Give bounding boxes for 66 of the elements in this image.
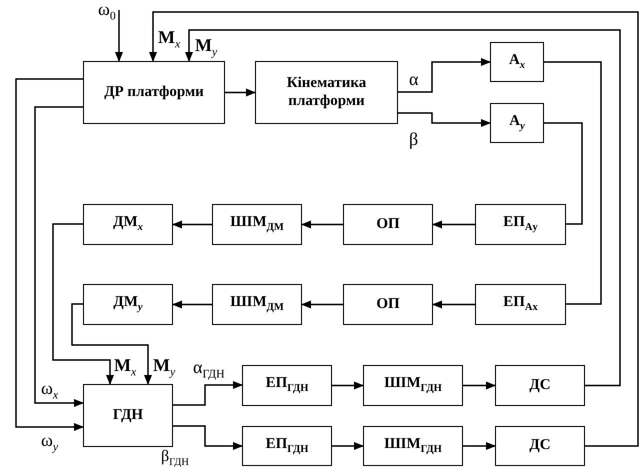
block-label: ШІМ$_{ГДН}$ [384, 436, 442, 456]
block-box [83, 284, 173, 325]
block-label: ЕП$_{ГДН}$ [266, 375, 308, 396]
block-label: А$_{x}$ [508, 52, 526, 72]
block-label: ШІМ$_{ДМ}$ [230, 294, 284, 315]
arrow [332, 442, 364, 450]
block-box [495, 426, 585, 466]
block-box [83, 384, 173, 447]
block-label: ЕП$_{ГДН}$ [266, 436, 308, 456]
block-label: ОП [376, 296, 400, 314]
block-label: ДМ$_{y}$ [113, 294, 143, 315]
block-box [212, 284, 302, 325]
block-label: ДС [529, 376, 551, 394]
arrow [463, 442, 496, 450]
arrow [301, 300, 343, 308]
arrow [398, 58, 491, 93]
block-label: ШІМ$_{ГДН}$ [384, 375, 442, 396]
arrow [463, 382, 496, 390]
block-box [363, 365, 463, 406]
block-box [475, 204, 566, 245]
edge-label: M$_{x}$ [113, 356, 138, 374]
arrow [15, 78, 84, 431]
arrow [173, 381, 243, 406]
edge-label: β$_{ГДН}$ [160, 449, 190, 465]
arrow [398, 112, 491, 127]
block-box [242, 365, 332, 406]
arrow [432, 220, 475, 228]
block-label: ЕП$_{Аx}$ [503, 294, 538, 315]
block-label: А$_{y}$ [509, 112, 525, 134]
block-box [83, 61, 225, 124]
connector-line [544, 122, 583, 225]
block-box [343, 284, 433, 325]
arrow [332, 382, 364, 390]
block-label: ДМ$_{x}$ [113, 214, 143, 235]
block-box [495, 365, 585, 406]
block-box [490, 103, 544, 143]
block-label: ОП [376, 216, 400, 234]
arrow [173, 425, 243, 450]
arrow [34, 106, 84, 407]
block-box [255, 61, 398, 124]
arrow [432, 300, 475, 308]
arrow [172, 300, 212, 308]
block-label: ДС [529, 437, 551, 455]
connector-line [544, 61, 602, 305]
arrow [172, 220, 212, 228]
block-box [212, 204, 302, 245]
arrow [52, 223, 114, 385]
block-label: Кінематика платформи [286, 75, 368, 110]
arrow [71, 303, 152, 385]
arrow [115, 10, 123, 62]
edge-label: M$_{x}$ [157, 28, 182, 46]
arrow [225, 88, 256, 96]
block-box [343, 204, 433, 245]
arrow [185, 29, 621, 386]
block-label: ЕП$_{Аy}$ [503, 214, 538, 235]
arrow [149, 11, 639, 447]
block-box [242, 426, 332, 466]
block-box [83, 204, 173, 245]
block-box [363, 426, 463, 466]
block-label: ГДН [112, 406, 144, 424]
edge-label: β [408, 130, 420, 148]
arrow [301, 220, 343, 228]
block-box [490, 42, 544, 82]
block-box [475, 284, 566, 325]
block-label: ШІМ$_{ДМ}$ [230, 214, 284, 235]
block-label: ДР платформи [104, 84, 204, 102]
